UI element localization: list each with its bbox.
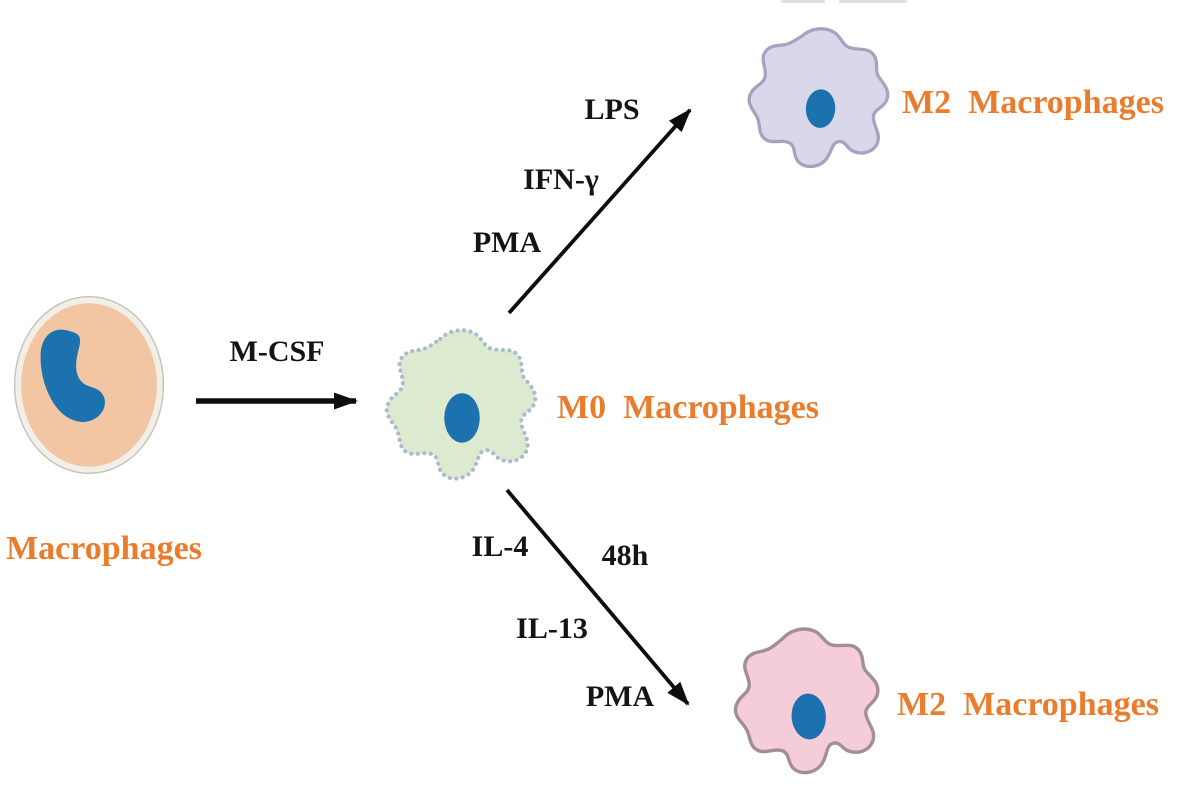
cropped-text-artifact [781,0,907,6]
pma-upper-label: PMA [472,226,542,259]
m1-polarization-arrow [507,108,692,315]
pma-lower-label: PMA [585,680,655,713]
ifn-gamma-label: IFN-γ [523,163,599,196]
macrophage-outer-outline [13,295,165,475]
macrophage-cell [13,295,165,475]
48h-label: 48h [601,539,649,572]
lps-label: LPS [584,93,640,126]
m2-upper-macrophages-label: M2 Macrophages [902,84,1164,121]
m2-lower-nucleus [791,693,826,740]
mcsf-label: M-CSF [229,335,325,368]
m2-upper-nucleus [805,89,836,128]
m2-lower-macrophage-cell [733,627,880,775]
il13-label: IL-13 [516,612,588,645]
macrophages-label: Macrophages [6,530,202,567]
m2-polarization-arrow [505,488,690,706]
m0-macrophage-cell [384,328,538,481]
macrophage-nucleus [40,329,105,422]
il4-label: IL-4 [471,530,529,563]
m2-upper-macrophage-cell [747,27,890,169]
m2-lower-macrophages-label: M2 Macrophages [897,686,1159,723]
macrophage-cell-body [15,297,163,473]
m0-macrophages-label: M0 Macrophages [557,389,819,426]
m0-nucleus [444,393,480,443]
